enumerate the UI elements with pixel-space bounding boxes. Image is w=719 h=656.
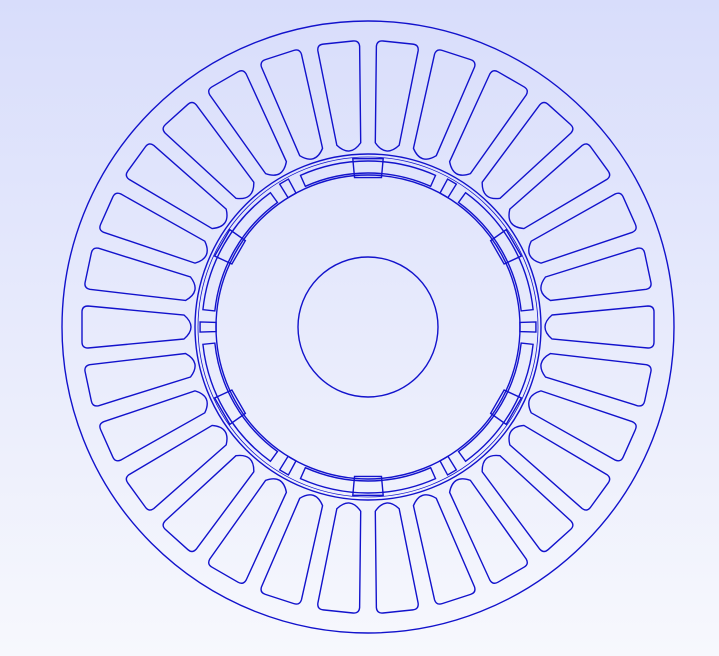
stator-slot <box>317 502 362 614</box>
stator-slot <box>317 40 362 152</box>
stator-slot <box>448 70 528 176</box>
stator-slot <box>260 49 324 160</box>
motor-outline-group <box>61 20 675 634</box>
stator-slot <box>508 143 611 230</box>
stator-slot <box>412 494 476 605</box>
stator-slot <box>540 352 652 407</box>
rotor-pole-tab <box>213 228 247 265</box>
stator-slot <box>208 70 288 176</box>
air-gap-circle <box>197 156 539 498</box>
stator-bore-circle <box>194 153 542 501</box>
stator-slot <box>374 40 419 152</box>
rotor-pole-tab <box>213 389 247 426</box>
stator-slot <box>528 192 637 264</box>
stator-slot <box>528 390 637 462</box>
stator-slot <box>481 454 574 553</box>
stator-slot <box>508 424 611 511</box>
stator-slot <box>481 101 574 200</box>
rotor-magnet-pocket <box>299 160 437 188</box>
shaft-bore-circle <box>297 256 439 398</box>
stator-slot <box>162 454 255 553</box>
stator-slot <box>81 305 192 349</box>
rotor-magnet-pocket <box>457 191 534 312</box>
stator-slot <box>84 247 196 302</box>
stator-slot <box>99 192 208 264</box>
rotor-outer-circle <box>215 174 521 480</box>
rotor-magnet-pocket <box>202 191 279 312</box>
stator-slot <box>412 49 476 160</box>
rotor-pole-tab <box>352 157 384 179</box>
rotor-pole-tab <box>489 228 523 265</box>
rotor-pole-tab <box>352 475 384 497</box>
stator-outer-circle <box>61 20 675 634</box>
stator-slot <box>540 247 652 302</box>
stator-slot <box>99 390 208 462</box>
rotor-pole-tab <box>489 389 523 426</box>
stator-slot <box>374 502 419 614</box>
stator-slot <box>125 424 228 511</box>
stator-slot <box>84 352 196 407</box>
stator-slot <box>208 478 288 584</box>
stator-slot <box>125 143 228 230</box>
stator-slot <box>162 101 255 200</box>
stator-slot <box>544 305 655 349</box>
stator-slot <box>260 494 324 605</box>
rotor-magnet-pocket <box>457 342 534 463</box>
stator-slot <box>448 478 528 584</box>
rotor-magnet-pocket <box>202 342 279 463</box>
rotor-magnet-pocket <box>299 466 437 494</box>
